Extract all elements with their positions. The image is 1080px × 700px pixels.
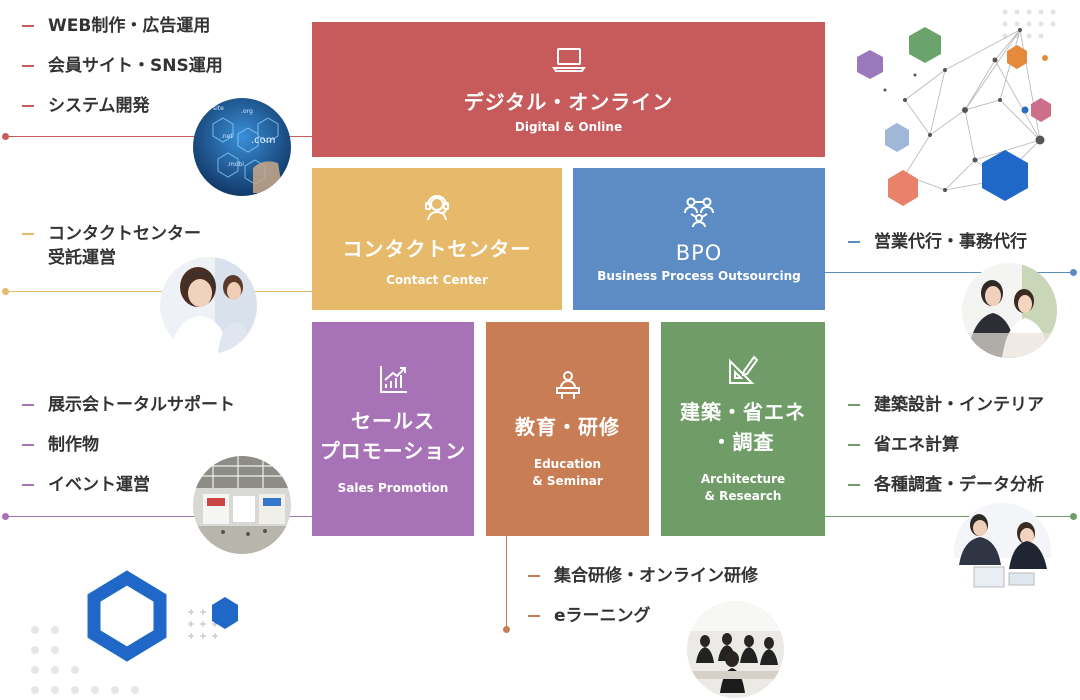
connector-dot <box>503 626 510 633</box>
list-edu: 集合研修・オンライン研修 eラーニング <box>528 564 758 644</box>
photo-digital-network: .com .net .org site .mobi <box>193 98 291 196</box>
photo-bpo-office <box>962 263 1057 358</box>
hexagon-decoration <box>31 570 238 694</box>
list-item: コンタクトセンター 受託運営 <box>22 222 201 274</box>
tile-education-seminar[interactable]: 教育・研修 Education & Seminar <box>486 322 649 536</box>
domain-label: .com <box>251 135 276 146</box>
tile-subtitle: Digital & Online <box>514 120 623 134</box>
list-item: 展示会トータルサポート <box>22 393 235 433</box>
list-item: システム開発 <box>22 94 223 134</box>
tile-title: 教育・研修 <box>515 415 620 439</box>
tile-digital-online[interactable]: デジタル・オンライン Digital & Online <box>312 22 825 157</box>
list-item: 制作物 <box>22 433 235 473</box>
teacher-icon <box>555 371 580 399</box>
list-item: WEB制作・広告運用 <box>22 14 223 54</box>
connector-sales <box>6 516 312 517</box>
list-item: 会員サイト・SNS運用 <box>22 54 223 94</box>
connector-dot <box>1070 269 1077 276</box>
domain-label: .net <box>221 133 233 140</box>
list-bpo: 営業代行・事務代行 <box>848 230 1027 270</box>
list-item: 建築設計・インテリア <box>848 393 1044 433</box>
photo-exhibition-hall <box>193 456 291 554</box>
connector-bpo <box>825 272 1074 273</box>
domain-label: site <box>213 105 224 112</box>
photo-research-meeting <box>954 503 1051 600</box>
photo-seminar-class <box>687 601 784 698</box>
connector-dot <box>2 288 9 295</box>
tile-bpo[interactable]: BPO Business Process Outsourcing <box>573 168 825 310</box>
connector-dot <box>2 133 9 140</box>
connector-arch <box>825 516 1074 517</box>
list-item: 省エネ計算 <box>848 433 1044 473</box>
tile-title: セールス プロモーション <box>319 408 467 463</box>
connector-dot <box>2 513 9 520</box>
network-decoration <box>857 9 1056 206</box>
connector-contact <box>6 291 312 292</box>
connector-edu <box>506 536 507 629</box>
connector-digital <box>6 136 312 137</box>
laptop-icon <box>551 48 586 72</box>
domain-label: .mobi <box>227 161 244 168</box>
tile-subtitle: Architecture & Research <box>700 472 786 503</box>
domain-label: .org <box>241 108 253 115</box>
people-network-icon <box>684 197 714 227</box>
tile-subtitle: Contact Center <box>386 272 488 287</box>
tile-title: BPO <box>675 240 723 265</box>
tile-subtitle: Sales Promotion <box>337 480 449 495</box>
growth-chart-icon <box>380 365 407 393</box>
tile-contact-center[interactable]: コンタクトセンター Contact Center <box>312 168 562 310</box>
list-sales: 展示会トータルサポート 制作物 イベント運営 <box>22 393 235 513</box>
tile-sales-promotion[interactable]: セールス プロモーション Sales Promotion <box>312 322 474 536</box>
list-arch: 建築設計・インテリア 省エネ計算 各種調査・データ分析 <box>848 393 1044 513</box>
tile-title: 建築・省エネ ・調査 <box>680 400 806 454</box>
list-item: 集合研修・オンライン研修 <box>528 564 758 604</box>
tile-title: デジタル・オンライン <box>463 90 674 114</box>
tile-subtitle: Education & Seminar <box>532 457 603 488</box>
list-contact: コンタクトセンター 受託運営 <box>22 222 201 274</box>
list-item: イベント運営 <box>22 473 235 513</box>
ruler-pencil-icon <box>729 355 759 384</box>
list-digital: WEB制作・広告運用 会員サイト・SNS運用 システム開発 <box>22 14 223 134</box>
photo-contact-operators <box>160 257 257 354</box>
connector-dot <box>1070 513 1077 520</box>
tile-architecture-research[interactable]: 建築・省エネ ・調査 Architecture & Research <box>661 322 825 536</box>
tile-subtitle: Business Process Outsourcing <box>597 268 801 283</box>
list-item: eラーニング <box>528 604 758 644</box>
list-item: 営業代行・事務代行 <box>848 230 1027 270</box>
headset-icon <box>425 194 449 220</box>
tile-title: コンタクトセンター <box>342 236 532 261</box>
list-item: 各種調査・データ分析 <box>848 473 1044 513</box>
